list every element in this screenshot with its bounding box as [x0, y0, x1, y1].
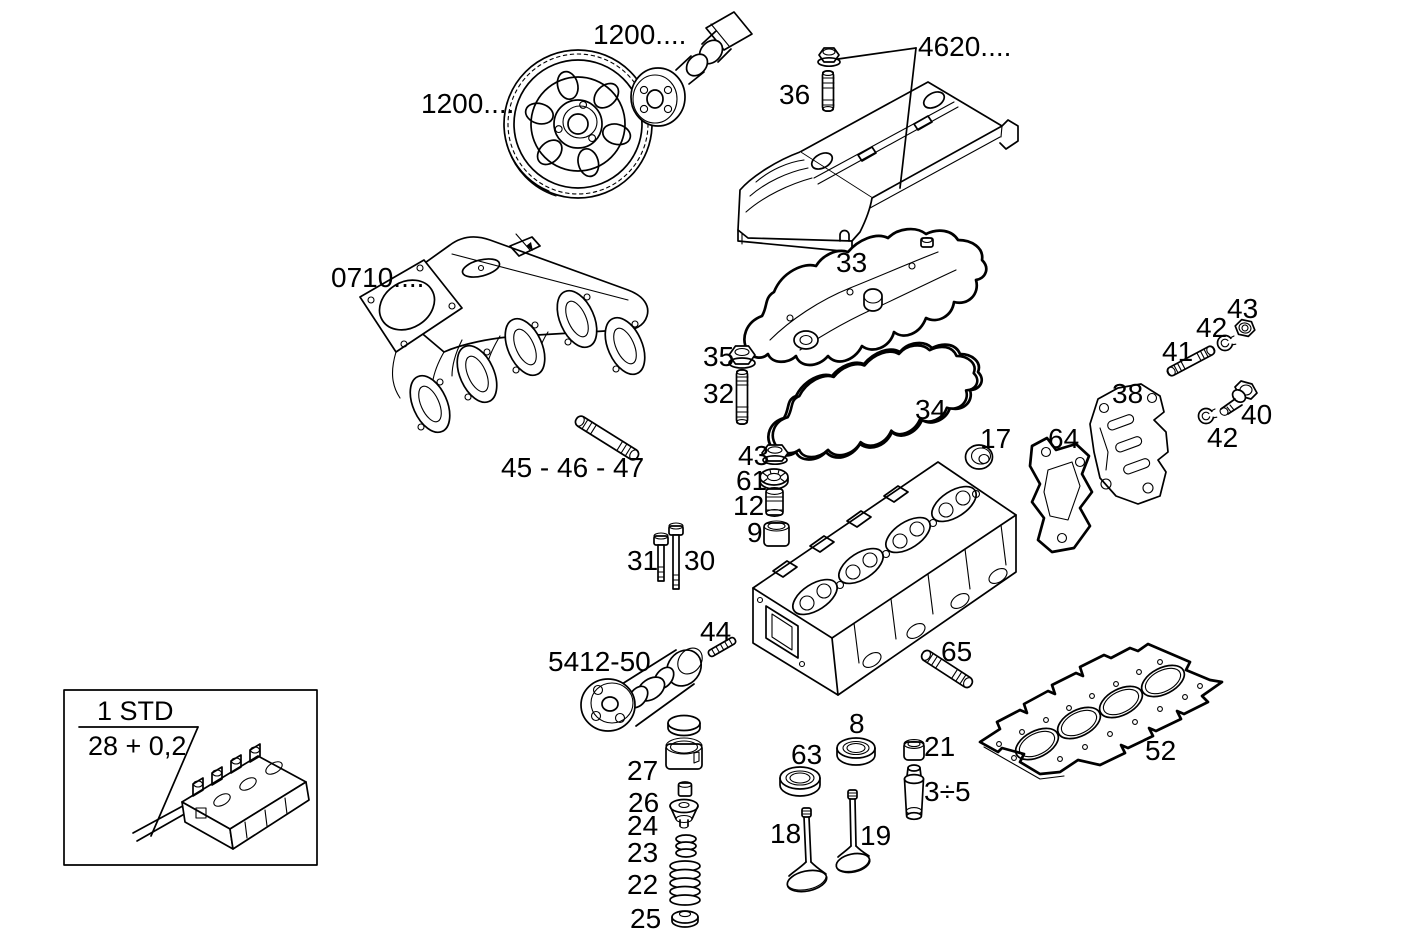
- manifold-gasket: [604, 316, 646, 376]
- cup-plug-17-drawing: [964, 444, 994, 470]
- spring-seat-25-drawing: [671, 910, 699, 928]
- label-3-5: 3÷5: [924, 776, 971, 807]
- head-gasket-bolt-holes: [996, 659, 1203, 762]
- seal-8-drawing: [836, 737, 876, 766]
- label-valve-cover-ref: 4620....: [918, 31, 1011, 62]
- stud-36-drawing: [821, 70, 835, 112]
- bolt-30-drawing: [668, 522, 684, 590]
- label-43-upper: 43: [1227, 293, 1258, 324]
- label-33: 33: [836, 247, 867, 278]
- seal-63-drawing: [779, 766, 821, 797]
- label-8: 8: [849, 708, 865, 739]
- label-25: 25: [630, 903, 661, 934]
- label-41: 41: [1162, 336, 1193, 367]
- label-21: 21: [924, 731, 955, 762]
- label-27: 27: [627, 755, 658, 786]
- label-52: 52: [1145, 735, 1176, 766]
- inset-box: [63, 689, 318, 866]
- nut-35-drawing: [728, 345, 756, 369]
- cup-9-drawing: [763, 520, 790, 547]
- label-35: 35: [703, 341, 734, 372]
- label-17: 17: [980, 423, 1011, 454]
- head-front-face: [853, 524, 1008, 668]
- label-layer: 1200.... 1200.... 4620.... 36 0710.... 3…: [88, 19, 1272, 934]
- label-23: 23: [627, 837, 658, 868]
- nut-43-upper-drawing: [1234, 318, 1256, 338]
- washer-42-lower-drawing: [1197, 407, 1218, 425]
- label-64: 64: [1048, 423, 1079, 454]
- label-44: 44: [700, 616, 731, 647]
- spring-22-drawing: [669, 860, 701, 906]
- valve-cover-drawing: [737, 47, 1019, 253]
- label-9: 9: [747, 517, 763, 548]
- stud-45-46-47-drawing: [574, 415, 640, 461]
- stud-41-drawing: [1166, 345, 1216, 377]
- retainer-24-drawing: [669, 798, 699, 829]
- label-42-lower: 42: [1207, 422, 1238, 453]
- timing-gear-drawing: [503, 49, 653, 199]
- head-top-ports: [792, 485, 981, 616]
- label-42-upper: 42: [1196, 312, 1227, 343]
- pad-26-drawing: [677, 781, 693, 797]
- stud-32-drawing: [735, 369, 749, 425]
- valve-18-drawing: [786, 807, 828, 893]
- label-camshaft-ref: 5412-50: [548, 646, 651, 677]
- label-manifold-ref: 0710....: [331, 262, 424, 293]
- head-gasket-drawing: [978, 642, 1224, 780]
- cap-nut-43-drawing: [761, 444, 789, 466]
- label-stud-set-ref: 45 - 46 - 47: [501, 452, 644, 483]
- camshaft-drawing: [580, 647, 703, 732]
- spring-23-drawing: [675, 834, 697, 858]
- stud-44-drawing: [707, 636, 737, 658]
- label-36: 36: [779, 79, 810, 110]
- label-12: 12: [733, 490, 764, 521]
- rocker-cover-drawing: [743, 227, 988, 367]
- valve-guide-drawing: [903, 764, 925, 821]
- cylinder-head-drawing: [752, 461, 1017, 696]
- label-31: 31: [627, 545, 658, 576]
- label-24: 24: [627, 810, 658, 841]
- intake-manifold-drawing: [359, 233, 649, 434]
- bolt-40-drawing: [1219, 380, 1258, 416]
- inset-dimension: 28 + 0,2: [88, 731, 186, 761]
- label-65: 65: [941, 636, 972, 667]
- label-40: 40: [1241, 399, 1272, 430]
- stud-65-drawing: [920, 649, 974, 689]
- label-43-stack: 43: [738, 440, 769, 471]
- label-61: 61: [736, 465, 767, 496]
- washer-61-drawing: [759, 468, 789, 490]
- tappet-27-drawing: [665, 737, 703, 770]
- shim-disc-drawing: [667, 714, 701, 737]
- label-63: 63: [791, 739, 822, 770]
- bracket-38-drawing: [1089, 383, 1169, 505]
- manifold-port-flanges: [409, 289, 598, 434]
- head-end-face: [756, 596, 806, 668]
- washer-42-upper-drawing: [1216, 334, 1237, 352]
- label-22: 22: [627, 869, 658, 900]
- valve-19-drawing: [835, 789, 871, 874]
- camshaft-hub-drawing: [630, 11, 753, 127]
- plate-64-drawing: [1028, 436, 1094, 554]
- label-19: 19: [860, 820, 891, 851]
- label-30: 30: [684, 545, 715, 576]
- label-timing-gear-ref: 1200....: [593, 19, 686, 50]
- label-cam-hub-ref: 1200....: [421, 88, 514, 119]
- label-26: 26: [628, 787, 659, 818]
- sleeve-12-drawing: [765, 487, 784, 517]
- label-32: 32: [703, 378, 734, 409]
- inset-size-class: 1 STD: [97, 696, 174, 726]
- label-38: 38: [1112, 378, 1143, 409]
- nut-36-drawing: [817, 47, 841, 68]
- label-34: 34: [915, 394, 946, 425]
- inset-head-sketch: [181, 743, 310, 850]
- cap-21-drawing: [903, 739, 925, 761]
- label-18: 18: [770, 818, 801, 849]
- bolt-31-drawing: [653, 532, 669, 582]
- rocker-cover-gasket-drawing: [767, 341, 983, 461]
